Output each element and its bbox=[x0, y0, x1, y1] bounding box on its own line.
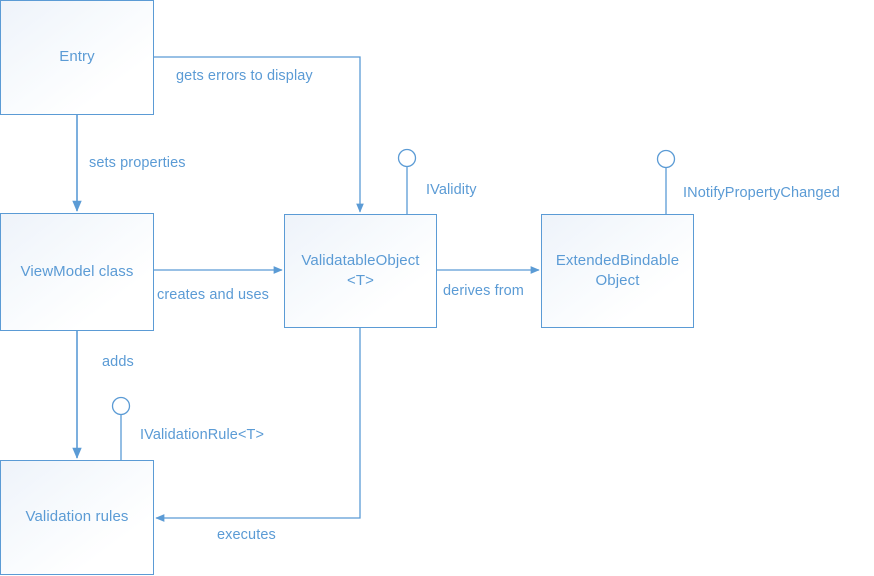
edge-label-derives-from: derives from bbox=[443, 283, 524, 299]
node-viewmodel-class[interactable]: ViewModel class bbox=[0, 213, 154, 331]
interface-lollipop-inotifypropertychanged bbox=[656, 149, 676, 214]
node-validation-rules[interactable]: Validation rules bbox=[0, 460, 154, 575]
edge-label-adds: adds bbox=[102, 354, 134, 370]
interface-label-ivalidity: IValidity bbox=[426, 182, 477, 198]
edge-label-sets-properties: sets properties bbox=[89, 155, 186, 171]
node-extended-bindable-object[interactable]: ExtendedBindable Object bbox=[541, 214, 694, 328]
interface-lollipop-ivalidationrule bbox=[111, 396, 131, 460]
interface-label-inotifypropertychanged: INotifyPropertyChanged bbox=[683, 185, 840, 201]
edge-label-creates-and-uses: creates and uses bbox=[157, 287, 270, 303]
node-validatable-object-label: ValidatableObject bbox=[301, 251, 420, 269]
node-validatable-object-generic: <T> bbox=[347, 272, 374, 289]
interface-label-ivalidationrule: IValidationRule<T> bbox=[140, 427, 265, 443]
node-extended-bindable-object-label: ExtendedBindable bbox=[555, 251, 680, 269]
node-entry-label: Entry bbox=[59, 48, 95, 66]
edge-label-executes: executes bbox=[217, 527, 276, 543]
edge-label-gets-errors-to-display: gets errors to display bbox=[176, 68, 313, 84]
node-extended-bindable-object-label-cont: Object bbox=[595, 272, 640, 289]
node-entry[interactable]: Entry bbox=[0, 0, 154, 115]
node-validation-rules-label: Validation rules bbox=[25, 508, 129, 526]
connector-executes bbox=[155, 328, 361, 522]
interface-lollipop-ivalidity bbox=[397, 148, 417, 214]
node-validatable-object[interactable]: ValidatableObject <T> bbox=[284, 214, 437, 328]
node-viewmodel-class-label: ViewModel class bbox=[20, 262, 134, 280]
